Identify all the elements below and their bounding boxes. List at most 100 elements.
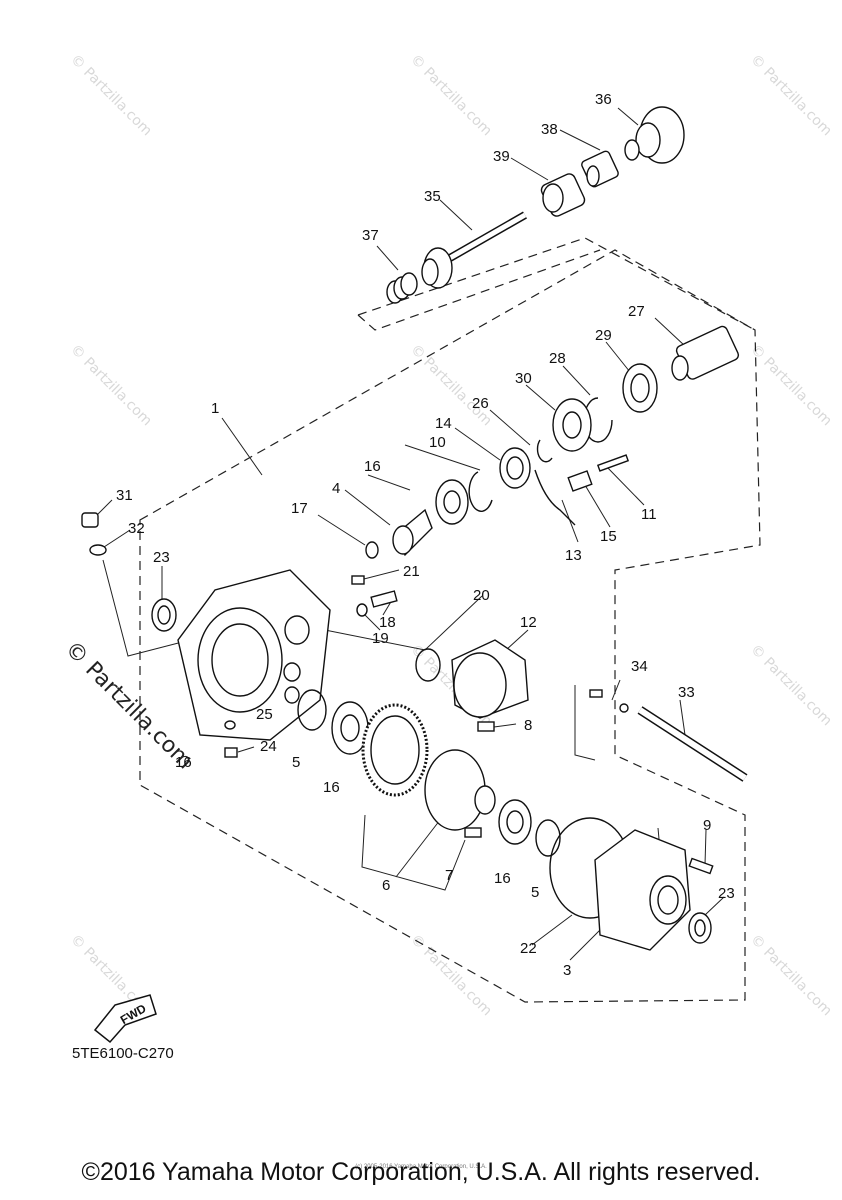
callout: 15 bbox=[600, 528, 617, 545]
watermark: © Partzilla.com bbox=[407, 52, 495, 140]
callout: 11 bbox=[641, 506, 657, 523]
callout: 3 bbox=[563, 962, 571, 979]
part-19-washer bbox=[356, 603, 368, 617]
part-1-housing bbox=[177, 569, 331, 741]
callout: 13 bbox=[565, 547, 582, 564]
callout: 25 bbox=[256, 706, 273, 723]
callout: 23 bbox=[153, 549, 170, 566]
part-25-washer bbox=[224, 720, 236, 730]
callout: 34 bbox=[631, 658, 648, 675]
callout: 5 bbox=[292, 754, 300, 771]
part-14-coupling bbox=[499, 447, 531, 489]
callout: 23 bbox=[718, 885, 735, 902]
callout: 9 bbox=[703, 817, 711, 834]
assembly-outlines bbox=[139, 237, 761, 1003]
part-16-bearing bbox=[435, 479, 469, 525]
watermark: © Partzilla.com bbox=[747, 642, 835, 730]
part-38-sleeve bbox=[581, 150, 619, 188]
part-5-shim-2 bbox=[535, 819, 561, 857]
part-6-diff-case bbox=[424, 749, 496, 831]
callout: 30 bbox=[515, 370, 532, 387]
callout: 27 bbox=[628, 303, 645, 320]
callout: 12 bbox=[520, 614, 537, 631]
part-6-ring-gear bbox=[361, 703, 429, 797]
part-36-housing bbox=[624, 106, 685, 164]
watermark: © Partzilla.com bbox=[67, 52, 155, 140]
callout: 32 bbox=[128, 520, 145, 537]
part-18-sensor bbox=[370, 590, 398, 608]
callouts: 1 3 4 5 5 6 7 8 9 10 11 12 13 14 15 16 1… bbox=[116, 91, 735, 979]
shaft-group-outline-left bbox=[357, 249, 601, 331]
parts bbox=[81, 106, 748, 951]
callout: 33 bbox=[678, 684, 695, 701]
callout: 19 bbox=[372, 630, 389, 647]
main-housing-outline bbox=[139, 249, 761, 1003]
part-29-bearing bbox=[622, 363, 658, 413]
part-13-fork bbox=[534, 469, 576, 526]
fwd-arrow: FWD bbox=[93, 994, 157, 1044]
part-15-block bbox=[567, 470, 593, 492]
callout: 31 bbox=[116, 487, 133, 504]
part-21-bolt bbox=[351, 575, 365, 585]
callout: 6 bbox=[382, 877, 390, 894]
callout: 20 bbox=[473, 587, 490, 604]
callout: 28 bbox=[549, 350, 566, 367]
part-23-seal bbox=[151, 598, 177, 632]
callout: 37 bbox=[362, 227, 379, 244]
part-12-cover bbox=[451, 639, 529, 719]
shaft-group-outline bbox=[357, 237, 756, 331]
callout: 16 bbox=[364, 458, 381, 475]
copyright: ©2016 Yamaha Motor Corporation, U.S.A. A… bbox=[81, 1158, 761, 1186]
callout: 4 bbox=[332, 480, 340, 497]
watermark: © Partzilla.com bbox=[747, 932, 835, 1020]
part-17-bushing bbox=[365, 541, 379, 559]
watermark: © Partzilla.com bbox=[747, 52, 835, 140]
callout: 21 bbox=[403, 563, 420, 580]
part-33-shaft bbox=[637, 706, 748, 782]
part-4-pinion bbox=[392, 508, 433, 557]
part-11-pin bbox=[596, 454, 630, 472]
callout: 22 bbox=[520, 940, 537, 957]
part-23-seal-2 bbox=[688, 912, 712, 944]
callout: 39 bbox=[493, 148, 510, 165]
part-3-cover bbox=[594, 829, 691, 951]
part-27-shaft bbox=[671, 325, 740, 381]
callout: 17 bbox=[291, 500, 308, 517]
callout: 29 bbox=[595, 327, 612, 344]
part-20-oring bbox=[415, 648, 441, 682]
copyright-small: (c) 2005-2016 Yamaha Motor Corporation, … bbox=[355, 1164, 487, 1170]
callout: 16 bbox=[494, 870, 511, 887]
watermark: © Partzilla.com bbox=[407, 932, 495, 1020]
callout: 35 bbox=[424, 188, 441, 205]
callout: 24 bbox=[260, 738, 277, 755]
callout: 8 bbox=[524, 717, 532, 734]
part-34-clip bbox=[619, 703, 629, 713]
callout: 10 bbox=[429, 434, 446, 451]
part-35-shaft bbox=[421, 211, 527, 289]
part-8-bolt bbox=[477, 721, 495, 732]
callout: 16 bbox=[175, 754, 192, 771]
diagram-code: 5TE6100-C270 bbox=[72, 1045, 174, 1062]
part-bolt-small bbox=[589, 689, 603, 698]
callout: 36 bbox=[595, 91, 612, 108]
callout: 38 bbox=[541, 121, 558, 138]
part-26-clip bbox=[536, 439, 553, 463]
part-37-spring bbox=[386, 272, 418, 304]
part-9-bolt bbox=[688, 857, 714, 875]
part-24-bolt bbox=[224, 747, 238, 758]
watermark: © Partzilla.com bbox=[747, 342, 835, 430]
callout: 26 bbox=[472, 395, 489, 412]
part-30-bearing bbox=[552, 398, 592, 452]
callout: 5 bbox=[531, 884, 539, 901]
callout: 7 bbox=[445, 867, 453, 884]
part-39-collar bbox=[540, 173, 586, 217]
part-5-shim bbox=[297, 689, 327, 731]
callout: 18 bbox=[379, 614, 396, 631]
part-7-bolt bbox=[464, 827, 482, 838]
callout: 1 bbox=[211, 400, 219, 417]
part-16-bearing-2 bbox=[331, 701, 369, 755]
callout: 14 bbox=[435, 415, 452, 432]
part-16-bearing-3 bbox=[498, 799, 532, 845]
part-10-ring bbox=[468, 471, 493, 512]
